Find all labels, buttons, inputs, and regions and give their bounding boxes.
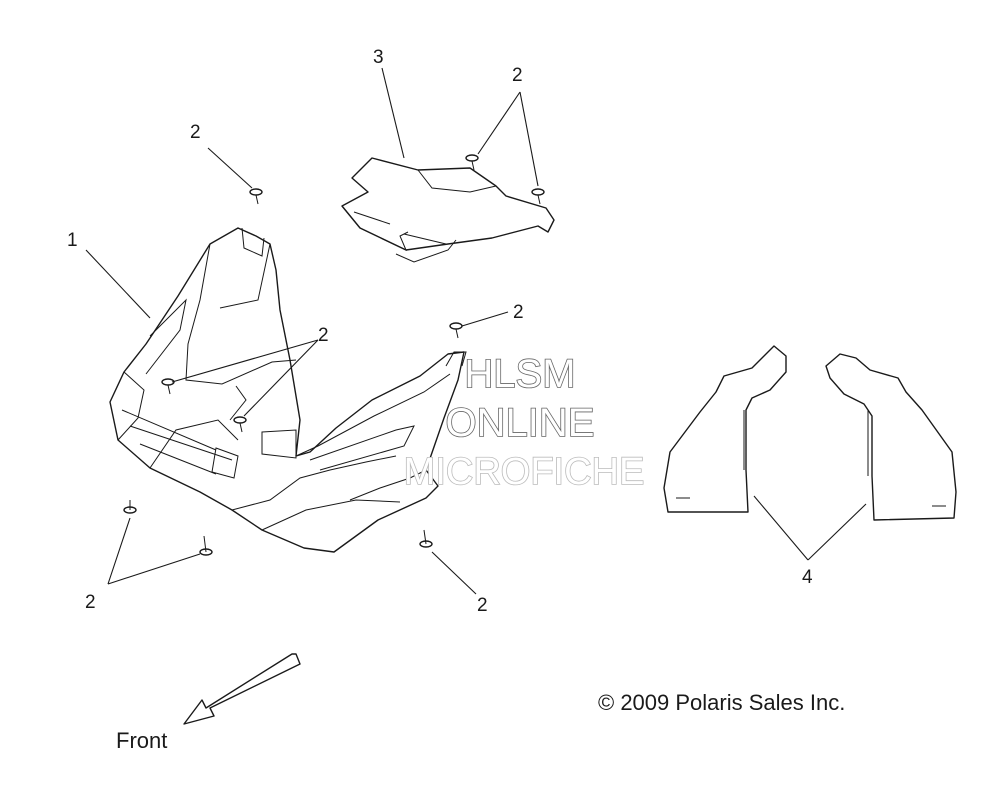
callout-2-nose: 2 bbox=[318, 325, 329, 346]
watermark-line-1: HLSM bbox=[464, 352, 575, 396]
screw-nose-mid-2 bbox=[233, 416, 247, 433]
watermark-line-3: MICROFICHE bbox=[404, 451, 645, 493]
callout-4: 4 bbox=[802, 567, 813, 588]
watermark-line-2: ONLINE bbox=[446, 401, 595, 445]
screw-lower-left-1 bbox=[123, 500, 137, 514]
front-arrow-icon bbox=[183, 653, 301, 725]
screw-nose-mid-1 bbox=[161, 378, 175, 395]
callout-2-right: 2 bbox=[513, 302, 524, 323]
copyright-text: © 2009 Polaris Sales Inc. bbox=[598, 690, 845, 715]
nose-panel-part bbox=[109, 227, 467, 553]
callout-1: 1 bbox=[67, 230, 78, 251]
callout-2-upper-left: 2 bbox=[190, 122, 201, 143]
callout-2-lower-right: 2 bbox=[477, 595, 488, 616]
screw-fasteners bbox=[123, 154, 545, 556]
cover-plate-part bbox=[341, 157, 555, 263]
screw-nose-right bbox=[449, 322, 463, 339]
screw-cover-left bbox=[465, 154, 479, 171]
flap-right-part bbox=[825, 353, 957, 521]
flap-left-part bbox=[663, 345, 787, 513]
front-label: Front bbox=[116, 728, 167, 753]
callout-2-cover: 2 bbox=[512, 65, 523, 86]
screw-lower-left-2 bbox=[199, 535, 213, 556]
watermark: HLSM ONLINE MICROFICHE bbox=[403, 351, 645, 494]
screw-lower-right bbox=[419, 529, 433, 548]
leader-lines bbox=[85, 67, 867, 595]
callout-3: 3 bbox=[373, 47, 384, 68]
screw-upper-left bbox=[249, 188, 263, 205]
screw-cover-right bbox=[531, 188, 545, 205]
callout-2-lower-left: 2 bbox=[85, 592, 96, 613]
